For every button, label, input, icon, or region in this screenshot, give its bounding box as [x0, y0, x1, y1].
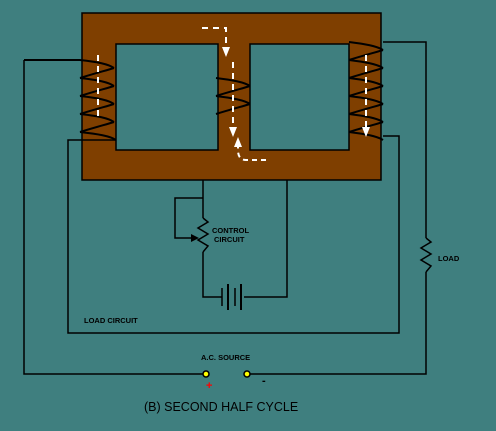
transformer-core: [81, 12, 382, 181]
ac-source-label: A.C. SOURCE: [201, 353, 250, 362]
left-coil: [24, 59, 117, 141]
control-rheostat: [196, 217, 210, 253]
figure-caption: (B) SECOND HALF CYCLE: [144, 400, 298, 414]
rheostat-wiper-arrowhead: [191, 234, 199, 242]
flux-arrowheads: [222, 47, 370, 147]
flux-arrows: [97, 27, 367, 161]
source-terminal-minus: [243, 370, 251, 378]
control-coil: [215, 77, 251, 115]
load-circuit-label: LOAD CIRCUIT: [84, 316, 138, 325]
control-circuit-label-line2: CIRCUIT: [214, 235, 245, 244]
plus-sign: +: [206, 380, 212, 392]
load-label: LOAD: [438, 254, 460, 263]
right-coil: [348, 41, 384, 141]
source-terminal-plus: [202, 370, 210, 378]
wiring: [23, 41, 427, 375]
control-circuit-label-line1: CONTROL: [212, 226, 249, 235]
minus-sign: -: [262, 375, 266, 387]
battery: [221, 284, 242, 310]
load-resistor: [419, 237, 433, 273]
